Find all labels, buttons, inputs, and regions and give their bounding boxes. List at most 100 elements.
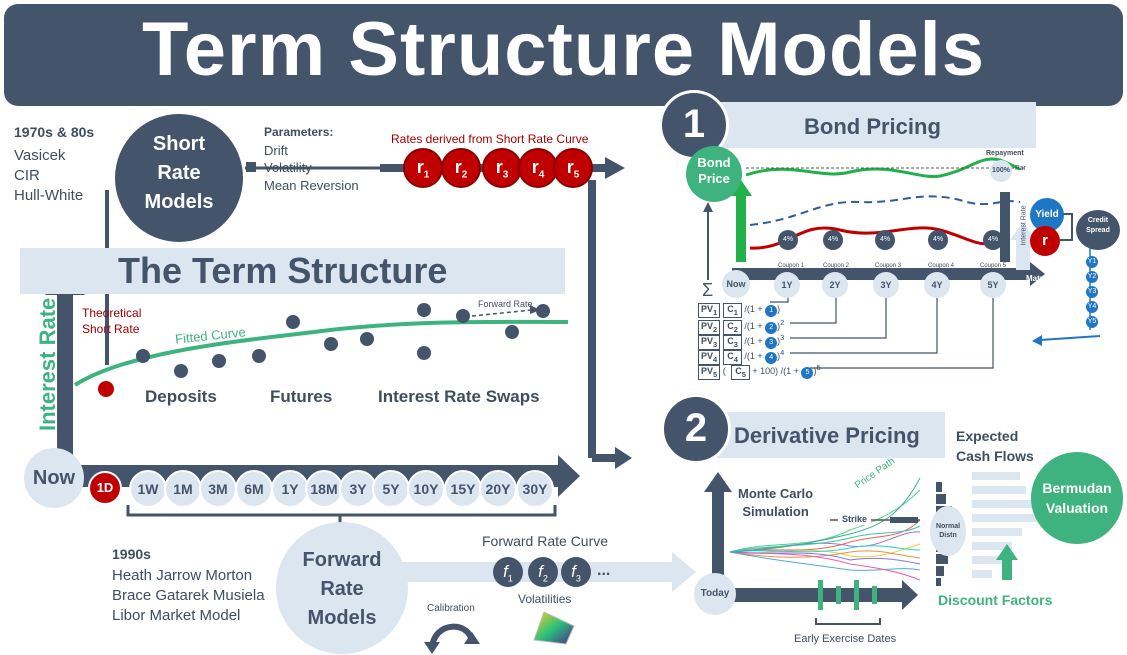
early-exercise-label: Early Exercise Dates (794, 633, 897, 645)
now-circle: Now (24, 448, 84, 508)
parameter-bullet (246, 162, 256, 172)
tenor-1m: 1M (164, 470, 202, 508)
bond-time-4y: 4Y (924, 272, 950, 298)
market-point (324, 337, 338, 351)
coupon-5-bubble: 4% (983, 230, 1003, 250)
forward-rate-era: 1990s (112, 546, 151, 562)
derivative-pricing-graphic (704, 472, 1038, 625)
theoretical-short-rate-label: Theoretical Short Rate (82, 306, 142, 336)
group-deposits: Deposits (145, 387, 217, 406)
tenor-20y: 20Y (479, 470, 517, 508)
tenor-1w: 1W (129, 470, 167, 508)
calibration-icon (424, 623, 480, 654)
parameter-volatility: Volatility (264, 160, 312, 175)
coupon-2-label: Coupon 2 (823, 263, 850, 269)
repayment-label: Repayment (986, 150, 1024, 157)
derivative-pricing-title: Derivative Pricing (734, 423, 920, 448)
y2-dot: Y2 (1086, 271, 1098, 283)
coupon-3-bubble: 4% (875, 230, 895, 250)
coupon-5-label: Coupon 5 (980, 263, 1007, 269)
expected-cash-flows-label: Expected Cash Flows (956, 428, 1034, 464)
market-point (505, 325, 519, 339)
par-label: Par (1015, 165, 1026, 172)
strike-label: Strike (838, 513, 872, 525)
pv-row-5: PV5 ( C5 + 100) /(1 + 5)5 (698, 363, 821, 380)
y1-dot: Y1 (1086, 256, 1098, 268)
discount-factors-label: Discount Factors (938, 592, 1053, 608)
model-bgm: Brace Gatarek Musiela (112, 587, 265, 604)
calibration-label: Calibration (427, 603, 475, 614)
forward-ellipsis: ... (597, 562, 611, 579)
short-rate-r3: r3 (482, 148, 522, 188)
forward-rate-models-circle: Forward Rate Models (276, 522, 408, 654)
par-bubble: 100% (990, 160, 1012, 182)
market-point (212, 354, 226, 368)
maturity-label: Maturity (1026, 274, 1058, 283)
market-point (286, 315, 300, 329)
normal-distn-bubble: Normal Distn (930, 506, 966, 556)
parameter-drift: Drift (264, 143, 288, 158)
tenor-30y: 30Y (516, 470, 554, 508)
model-vasicek: Vasicek (14, 147, 66, 164)
market-point (536, 304, 550, 318)
parameters-title: Parameters: (264, 125, 334, 139)
forward-rate-label: Forward Rate (478, 299, 533, 309)
y-label-column: Y1 Y2 Y3 Y4 Y5 (1086, 256, 1098, 328)
y4-dot: Y4 (1086, 301, 1098, 313)
rates-caption: Rates derived from Short Rate Curve (391, 132, 589, 146)
volatility-surface-icon (533, 611, 575, 645)
volatilities-label: Volatilities (518, 592, 572, 606)
coupon-1-bubble: 4% (778, 230, 798, 250)
short-rate-models-circle: Short Rate Models (115, 114, 243, 242)
coupon-2-bubble: 4% (823, 230, 843, 250)
model-lmm: Libor Market Model (112, 607, 241, 624)
forward-curve-caption: Forward Rate Curve (482, 533, 609, 549)
y5-dot: Y5 (1086, 316, 1098, 328)
market-point (417, 303, 431, 317)
short-rate-r2: r2 (441, 148, 481, 188)
market-point (456, 309, 470, 323)
step-2-badge: 2 (661, 394, 731, 464)
short-rate-bubble: r (1030, 226, 1060, 256)
term-structure-title: The Term Structure (118, 250, 448, 291)
coupon-1-label: Coupon 1 (778, 263, 805, 269)
bond-pricing-banner (692, 102, 1036, 148)
market-point (360, 332, 374, 346)
group-swaps: Interest Rate Swaps (378, 387, 540, 406)
tenor-10y: 10Y (407, 470, 445, 508)
tenor-6m: 6M (235, 470, 273, 508)
page-title: Term Structure Models (141, 7, 986, 92)
forward-rate-f1: f1 (493, 557, 523, 587)
bermudan-valuation-circle: Bermudan Valuation (1031, 452, 1123, 544)
coupon-4-label: Coupon 4 (928, 263, 955, 269)
tenor-1y: 1Y (271, 470, 309, 508)
bond-time-now: Now (722, 270, 750, 298)
bond-time-5y: 5Y (980, 272, 1006, 298)
market-point (174, 364, 188, 378)
short-rate-r4: r4 (518, 148, 558, 188)
model-hjm: Heath Jarrow Morton (112, 567, 253, 584)
forward-rate-f2: f2 (528, 557, 558, 587)
tenor-15y: 15Y (444, 470, 482, 508)
model-hull-white: Hull-White (14, 187, 84, 204)
coupon-4-bubble: 4% (928, 230, 948, 250)
interest-rate-axis-label: Interest Rate (35, 297, 60, 431)
coupon-3-label: Coupon 3 (875, 263, 902, 269)
model-cir: CIR (14, 167, 40, 184)
market-point (136, 349, 150, 363)
forward-rate-f3: f3 (561, 557, 591, 587)
parameter-mean-reversion: Mean Reversion (264, 178, 359, 193)
bond-time-2y: 2Y (822, 272, 848, 298)
market-point (417, 346, 431, 360)
term-structure-banner (20, 248, 565, 294)
credit-spread-bubble: Credit Spread (1076, 210, 1120, 250)
bond-pricing-title: Bond Pricing (804, 114, 941, 139)
tenor-3m: 3M (199, 470, 237, 508)
bond-interest-rate-label: Interest Rate (1020, 205, 1028, 246)
bond-price-circle: Bond Price (686, 146, 742, 202)
tenor-1d: 1D (88, 471, 122, 505)
